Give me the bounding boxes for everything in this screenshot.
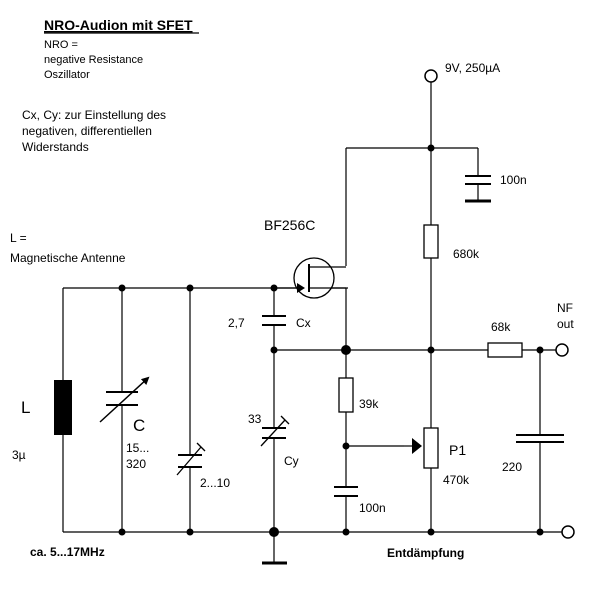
transistor-BF256C: BF256C: [264, 217, 346, 299]
frequency-range-label: ca. 5...17MHz: [30, 545, 105, 559]
trimmer-capacitor-Cy: 33 Cy: [248, 412, 299, 468]
variable-capacitor-C-name: C: [133, 416, 145, 435]
damping-label: Entdämpfung: [387, 546, 464, 560]
resistor-68k-value: 68k: [491, 320, 511, 334]
trimmer-capacitor-value: 2...10: [200, 476, 230, 490]
capacitor-Cx: 2,7 Cx: [228, 315, 311, 330]
inductor-L-value: 3µ: [12, 448, 26, 462]
trimmer-capacitor: 2...10: [176, 442, 230, 490]
potentiometer-P1: P1 470k: [404, 427, 470, 487]
variable-capacitor-C-value-1: 15...: [126, 441, 149, 455]
junction-dots: [118, 144, 544, 537]
diagram-title: NRO-Audion mit SFET: [44, 17, 193, 33]
resistor-680k-value: 680k: [453, 247, 480, 261]
capacitor-100n-lower: 100n: [334, 486, 386, 515]
variable-capacitor-C: C 15... 320: [99, 376, 150, 471]
trimmer-capacitor-Cy-name: Cy: [284, 454, 299, 468]
transistor-label: BF256C: [264, 217, 315, 233]
inductor-L: L 3µ: [12, 380, 72, 462]
output-label-line-1: NF: [557, 301, 573, 315]
output-label-line-2: out: [557, 317, 574, 331]
antenna-note-line-1: L =: [10, 231, 27, 245]
capacitor-100n-lower-value: 100n: [359, 501, 386, 515]
capacitor-Cx-value: 2,7: [228, 316, 245, 330]
supply-label: 9V, 250µA: [445, 61, 500, 75]
inductor-L-name: L: [21, 398, 30, 417]
note-line-2: negativen, differentiellen: [22, 124, 152, 138]
subtitle-line-1: NRO =: [44, 39, 78, 51]
antenna-note-line-2: Magnetische Antenne: [10, 251, 126, 265]
supply-terminal: 9V, 250µA: [424, 61, 500, 83]
wires: [62, 82, 562, 562]
potentiometer-P1-name: P1: [449, 442, 466, 458]
resistor-39k: 39k: [338, 377, 379, 413]
capacitor-220: 220: [502, 434, 564, 474]
resistor-68k: 68k: [487, 320, 523, 358]
capacitor-Cx-name: Cx: [296, 316, 311, 330]
potentiometer-P1-value: 470k: [443, 473, 470, 487]
capacitor-220-value: 220: [502, 460, 522, 474]
output-terminals: NF out: [555, 301, 575, 539]
trimmer-capacitor-Cy-value: 33: [248, 412, 262, 426]
resistor-39k-value: 39k: [359, 397, 379, 411]
header-text: NRO-Audion mit SFET NRO = negative Resis…: [10, 17, 199, 265]
note-line-1: Cx, Cy: zur Einstellung des: [22, 108, 166, 122]
variable-capacitor-C-value-2: 320: [126, 457, 146, 471]
subtitle-line-3: Oszillator: [44, 69, 90, 81]
resistor-680k: 680k: [423, 224, 480, 261]
note-line-3: Widerstands: [22, 140, 89, 154]
subtitle-line-2: negative Resistance: [44, 54, 143, 66]
capacitor-100n-top-value: 100n: [500, 173, 527, 187]
capacitor-100n-top: 100n: [465, 173, 527, 203]
